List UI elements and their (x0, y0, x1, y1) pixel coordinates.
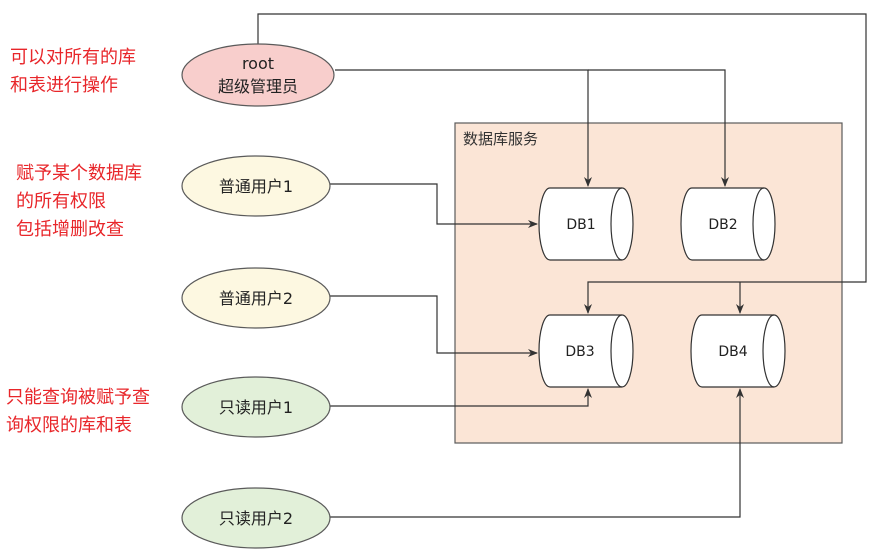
actor-user1: 普通用户1 (181, 155, 331, 217)
db3-cap (610, 314, 623, 388)
readonly-note-line-1: 只能查询被赋予查 (6, 387, 150, 408)
db1-label: DB1 (566, 217, 595, 233)
actor-readonly1: 只读用户1 (181, 376, 331, 438)
user2-ellipse (181, 267, 331, 329)
database-service-box (454, 122, 843, 444)
db2-cap (752, 187, 765, 261)
root-ellipse (181, 43, 335, 107)
db3-cylinder: DB3 (538, 314, 634, 388)
user2-label: 普通用户2 (219, 289, 293, 308)
root-note-line-1: 可以对所有的库 (10, 47, 136, 68)
user1-label: 普通用户1 (219, 177, 293, 196)
ro2-label: 只读用户2 (219, 509, 293, 528)
readonly-note-line-2: 询权限的库和表 (6, 415, 132, 436)
root-name: root (242, 54, 274, 73)
db1-cap (610, 187, 623, 261)
root-role: 超级管理员 (218, 77, 298, 96)
ro1-label: 只读用户1 (219, 398, 293, 417)
line-root-db3 (257, 13, 867, 314)
user-note-line-2: 的所有权限 (16, 191, 106, 212)
db4-cap (762, 314, 775, 388)
root-note: 可以对所有的库 和表进行操作 (10, 44, 136, 100)
ro1-ellipse (181, 376, 331, 438)
db4-label: DB4 (718, 344, 747, 360)
root-note-line-2: 和表进行操作 (10, 75, 118, 96)
line-root-db2 (588, 69, 729, 187)
actor-readonly2: 只读用户2 (181, 487, 331, 549)
actor-user2: 普通用户2 (181, 267, 331, 329)
user-note-line-3: 包括增删改查 (16, 219, 124, 240)
actor-root: root 超级管理员 (181, 43, 335, 107)
line-user1-db1 (330, 183, 538, 228)
db2-cylinder: DB2 (680, 187, 776, 261)
line-ro2-db4 (330, 388, 744, 518)
ro2-ellipse (181, 487, 331, 549)
line-user2-db3 (330, 295, 538, 357)
user-note-line-1: 赋予某个数据库 (16, 163, 142, 184)
readonly-note: 只能查询被赋予查 询权限的库和表 (6, 384, 150, 440)
db1-cylinder: DB1 (538, 187, 634, 261)
user1-ellipse (181, 155, 331, 217)
db4-cylinder: DB4 (690, 314, 786, 388)
user-note: 赋予某个数据库 的所有权限 包括增删改查 (16, 160, 142, 244)
database-service-title: 数据库服务 (463, 130, 538, 148)
db2-label: DB2 (708, 217, 737, 233)
db3-label: DB3 (565, 344, 594, 360)
line-ro1-db3 (330, 388, 592, 407)
